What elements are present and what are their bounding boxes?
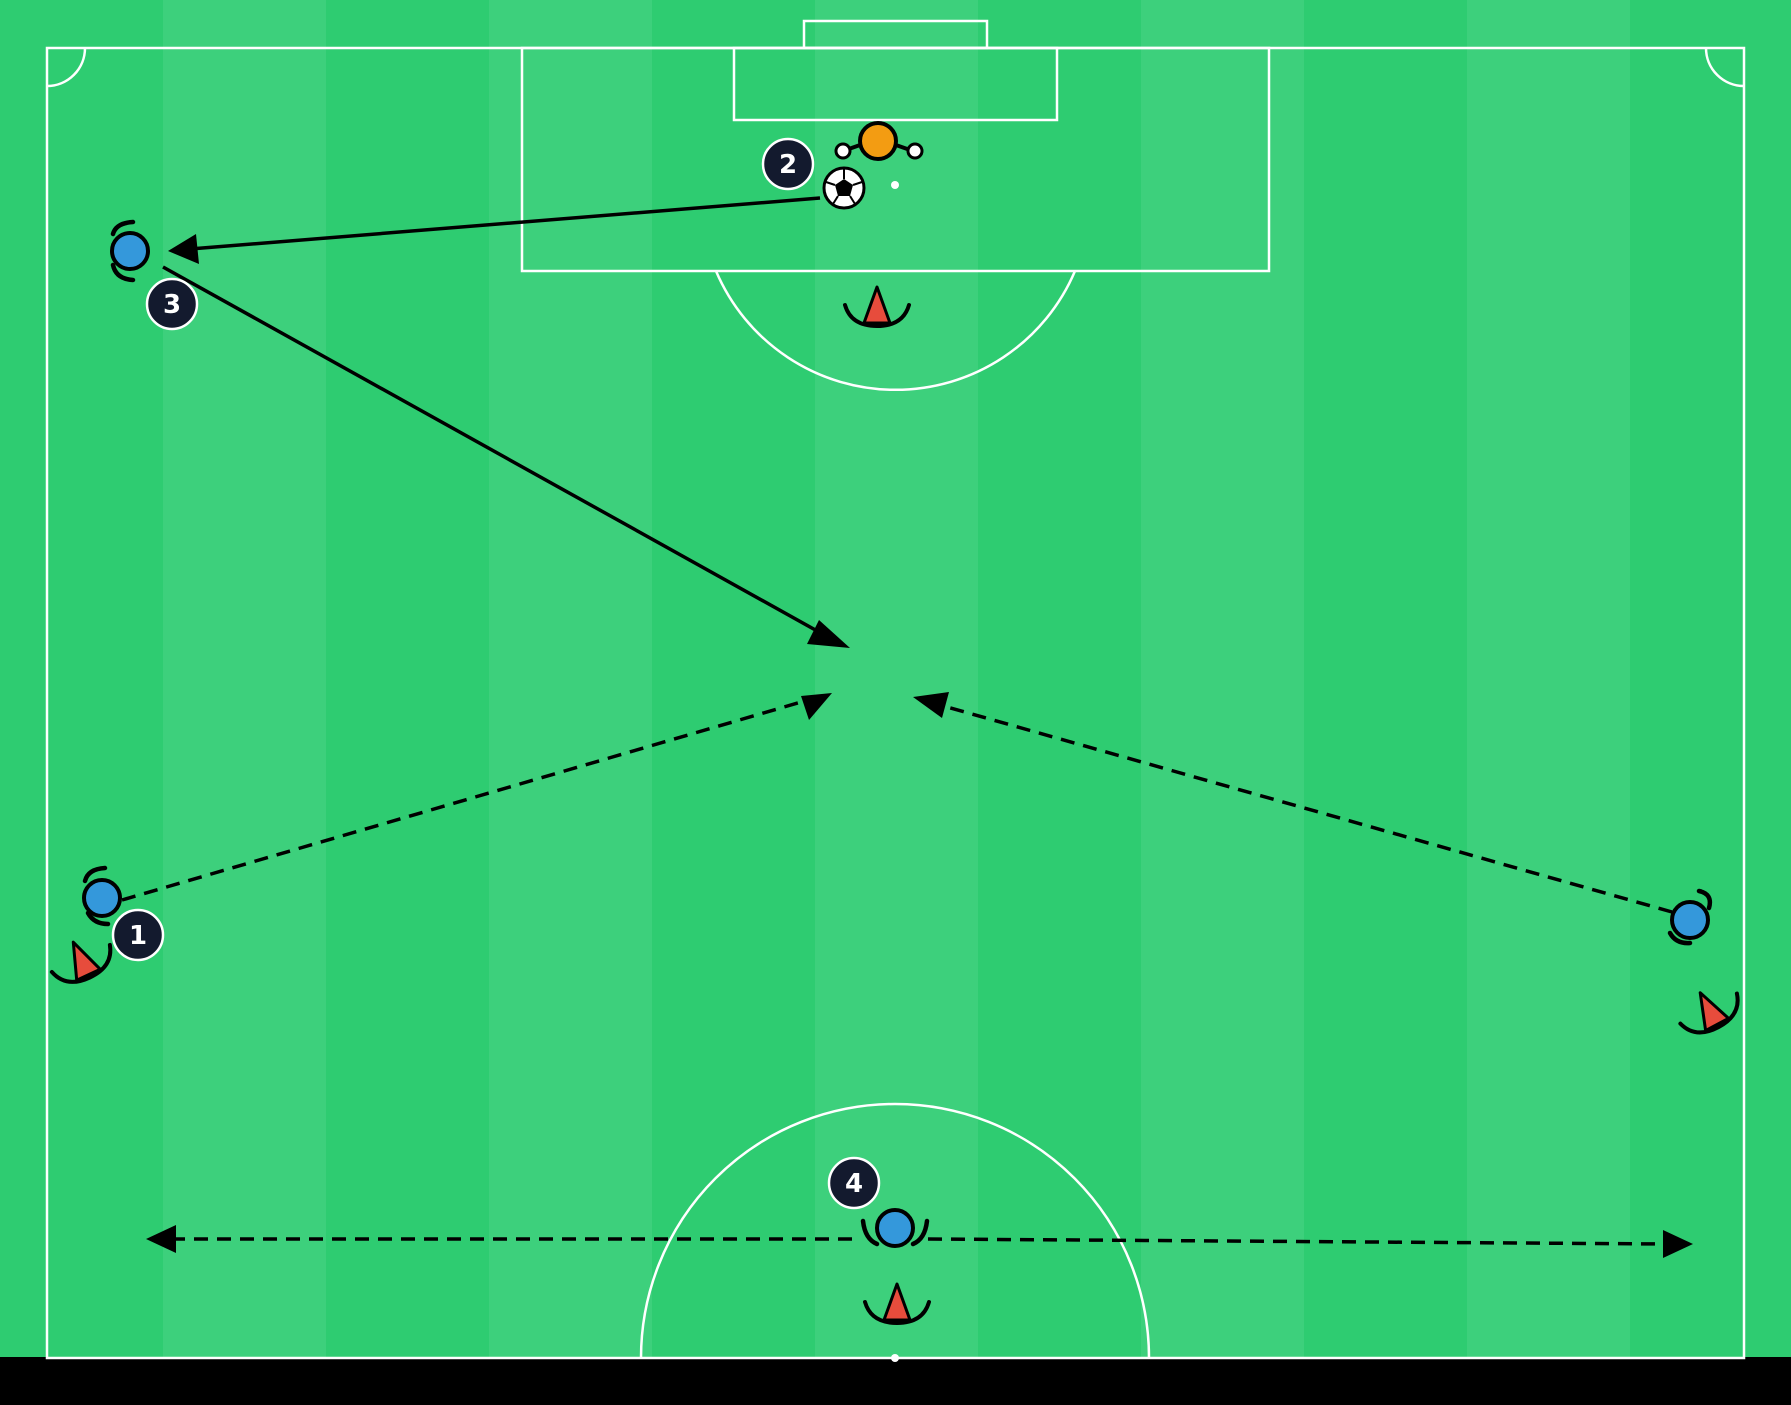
corner-arc-left: [46, 47, 87, 88]
arrowhead-icon: [801, 693, 832, 720]
grass-stripe: [1141, 0, 1304, 1357]
number-badge-gk: 2: [761, 137, 815, 191]
run-arrow-1-to-center: [121, 698, 809, 902]
arrowhead-icon: [168, 234, 199, 264]
number-badge-1: 1: [111, 908, 165, 962]
grass-stripe: [326, 0, 489, 1357]
center-spot: [891, 1354, 899, 1362]
arrowhead-icon: [146, 1225, 176, 1253]
player-icon[interactable]: [110, 219, 150, 283]
grass-stripe: [815, 0, 978, 1357]
cone-icon: [863, 1282, 931, 1326]
number-badge-3: 3: [145, 277, 199, 331]
players: [82, 219, 1713, 1248]
number-badge-4: 4: [827, 1156, 881, 1210]
player-icon[interactable]: [860, 1208, 930, 1248]
cone-icon: [49, 940, 113, 984]
player-icon[interactable]: [1667, 888, 1713, 946]
grass-stripe: [1304, 0, 1467, 1357]
grass-stripe: [1467, 0, 1630, 1357]
arrowhead-icon: [913, 692, 949, 718]
player-icon[interactable]: [82, 865, 122, 927]
goal-area: [732, 46, 1059, 122]
penalty-spot: [891, 181, 899, 189]
number-label: 4: [845, 1169, 863, 1199]
goalkeeper-icon[interactable]: [834, 121, 924, 161]
penalty-arc: [714, 270, 1077, 392]
number-label: 3: [163, 290, 181, 320]
cone-icon: [843, 285, 911, 329]
grass-stripe: [489, 0, 652, 1357]
number-label: 2: [779, 150, 797, 180]
soccer-ball-icon[interactable]: [822, 166, 866, 210]
corner-arc-right: [1704, 47, 1745, 88]
grass-stripe: [163, 0, 326, 1357]
number-badges: 2 3 1 4: [111, 137, 881, 1210]
grass-stripe: [978, 0, 1141, 1357]
pass-arrow-gk-to-3: [189, 196, 821, 251]
grass-stripes: [0, 0, 1791, 1357]
run-arrow-right-to-center: [939, 703, 1673, 914]
grass-stripe: [1630, 0, 1791, 1357]
grass-stripe: [652, 0, 815, 1357]
grass-stripe: [0, 0, 163, 1357]
run-arrow-3-to-center: [162, 265, 829, 639]
cones: [49, 285, 1740, 1326]
movement-arrow-4-right: [927, 1237, 1666, 1246]
number-label: 1: [129, 921, 147, 951]
arrowhead-icon: [807, 620, 850, 648]
cone-icon: [1678, 991, 1740, 1035]
arrowhead-icon: [1663, 1230, 1693, 1258]
